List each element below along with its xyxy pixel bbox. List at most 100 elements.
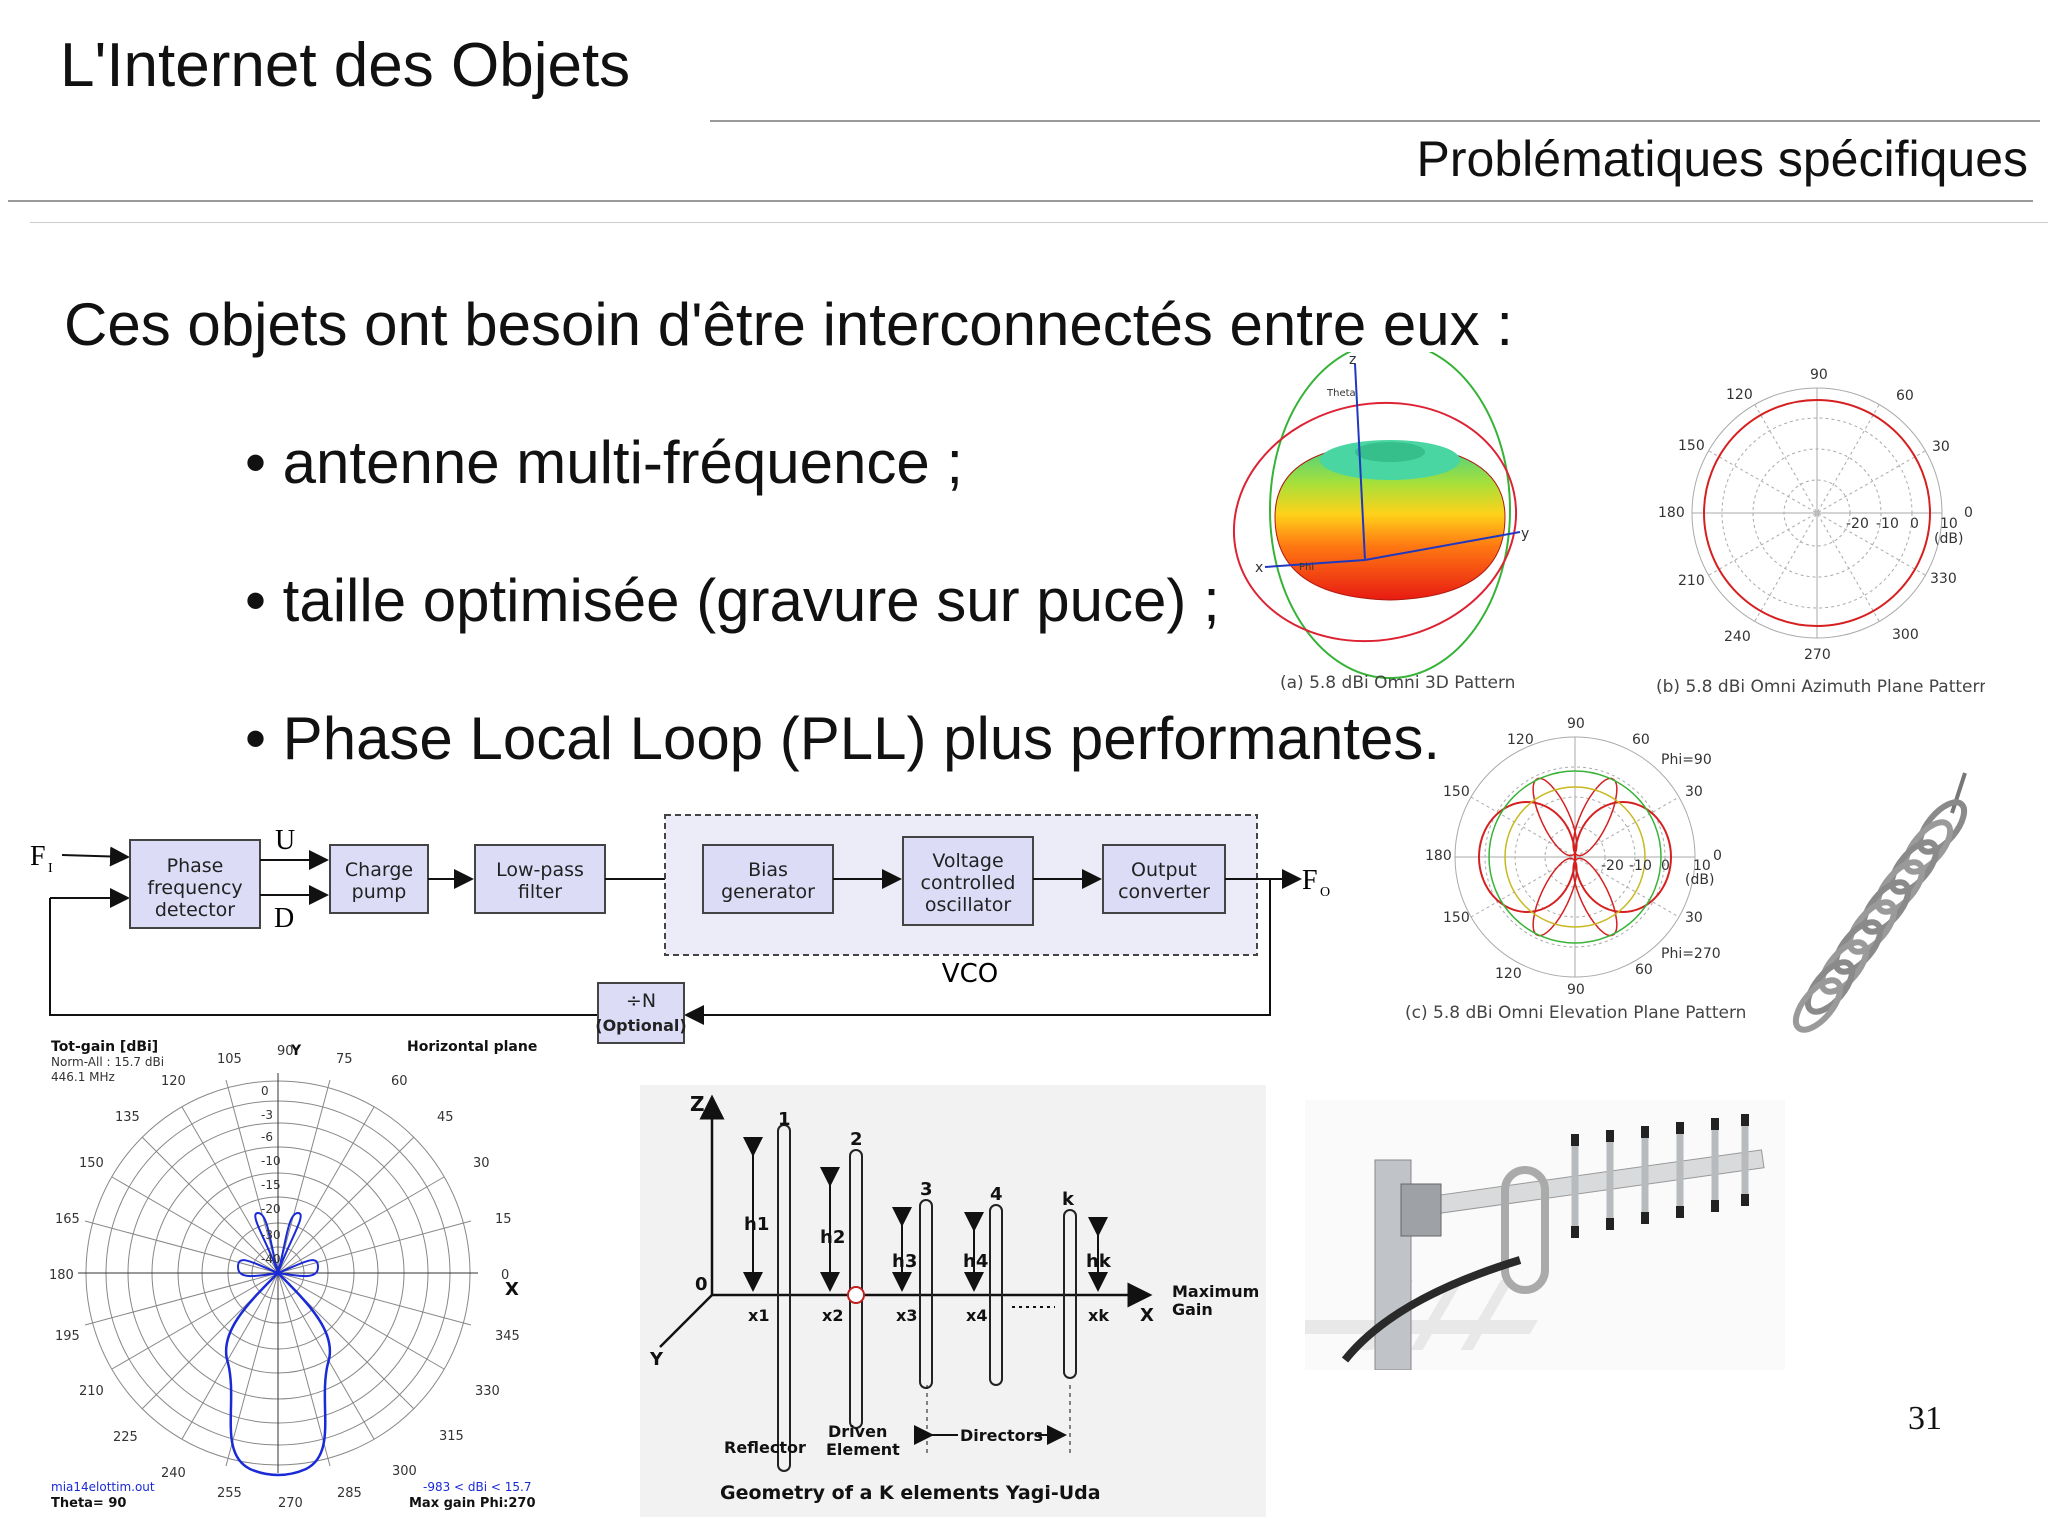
el-phi-90: Phi=90 <box>1661 752 1712 768</box>
gain-header-freq: 446.1 MHz <box>51 1070 115 1084</box>
vco-line2: controlled <box>921 872 1016 894</box>
output-converter-line2: converter <box>1118 881 1210 903</box>
yagi-num-2: 2 <box>850 1129 863 1150</box>
gain-angle-165: 165 <box>55 1212 80 1227</box>
gain-angle-315: 315 <box>439 1429 464 1444</box>
gain-angle-270: 270 <box>278 1496 303 1511</box>
az-angle-30: 30 <box>1932 439 1950 455</box>
helical-coils <box>1792 799 1968 1033</box>
x-axis-line <box>1264 559 1366 568</box>
az-unit: (dB) <box>1934 531 1963 547</box>
gain-angle-45: 45 <box>437 1110 454 1125</box>
director-element-3 <box>919 1199 933 1389</box>
z-axis-label: z <box>1349 352 1356 368</box>
slide-heading: Ces objets ont besoin d'être interconnec… <box>64 291 1513 358</box>
yagi-antenna-photo <box>1305 1100 1785 1370</box>
bullet-antenna: • antenne multi-fréquence ; <box>245 429 964 496</box>
gain-angle-150: 150 <box>79 1156 104 1171</box>
el-ring-minus20: -20 <box>1601 858 1624 874</box>
bias-line2: generator <box>721 881 815 903</box>
yagi-reflector-label: Reflector <box>724 1438 806 1457</box>
yagi-num-4: 4 <box>990 1184 1003 1205</box>
el-angle-30b: 30 <box>1685 910 1703 926</box>
gain-ring-minus40: -40 <box>261 1252 281 1266</box>
yagi-h2: h2 <box>820 1227 845 1248</box>
gain-angle-210: 210 <box>79 1384 104 1399</box>
divider-line2: (Optional) <box>595 1016 686 1035</box>
az-angle-120: 120 <box>1726 387 1753 403</box>
gain-header-norm: Norm-All : 15.7 dBi <box>51 1055 164 1069</box>
output-converter-line1: Output <box>1131 859 1197 881</box>
elevation-caption: (c) 5.8 dBi Omni Elevation Plane Pattern <box>1405 1003 1746 1023</box>
elev-petal-3 <box>1532 857 1578 937</box>
gain-footer-file: mia14elottim.out <box>51 1480 155 1494</box>
gain-angle-345: 345 <box>495 1329 520 1344</box>
charge-pump-line2: pump <box>352 881 407 903</box>
green-cut-ellipse <box>1269 352 1511 679</box>
yagi-y-label: Y <box>649 1349 664 1370</box>
az-angle-330: 330 <box>1930 571 1957 587</box>
phi-label: Phi <box>1299 562 1314 573</box>
red-cut-ellipse <box>1232 401 1518 643</box>
yagi-num-3: 3 <box>920 1179 933 1200</box>
pll-input-label: F <box>30 841 46 872</box>
yagi-num-1: 1 <box>778 1109 791 1130</box>
divider-line1: ÷N <box>626 990 656 1012</box>
donut-hole <box>1355 442 1425 462</box>
azimuth-caption: (b) 5.8 dBi Omni Azimuth Plane Pattern <box>1656 677 1985 697</box>
helical-antenna-image <box>1792 772 1968 1033</box>
gain-main-lobe <box>224 1271 332 1477</box>
gain-header-title: Tot-gain [dBi] <box>51 1039 158 1055</box>
pll-input-sub: I <box>48 861 53 876</box>
elevation-plot-figure: 120 90 60 30 0 30 60 90 120 150 180 150 … <box>1405 716 1746 1023</box>
bias-line1: Bias <box>748 859 788 881</box>
charge-pump-line1: Charge <box>345 859 413 881</box>
yagi-origin-label: 0 <box>695 1274 708 1295</box>
gain-angle-195: 195 <box>55 1329 80 1344</box>
gain-axis-x: X <box>505 1279 519 1300</box>
title-rule <box>710 120 2040 122</box>
el-angle-120: 120 <box>1507 732 1534 748</box>
el-angle-30: 30 <box>1685 784 1703 800</box>
feed-point-icon <box>847 1286 865 1304</box>
yagi-x1: x1 <box>748 1306 769 1325</box>
yagi-directors-label: Directors <box>960 1426 1043 1445</box>
gain-angle-180: 180 <box>49 1268 74 1283</box>
y-axis-line <box>1364 531 1521 561</box>
vco-block <box>902 836 1034 926</box>
pll-block-diagram: F I Phase frequency detector U D Charge … <box>30 814 1330 1044</box>
folded-dipole <box>1501 1166 1549 1294</box>
slide-title: L'Internet des Objets <box>60 31 631 100</box>
yagi-max-gain-2: Gain <box>1172 1300 1213 1319</box>
gain-ring-minus30: -30 <box>261 1228 281 1242</box>
el-ring-minus10: -10 <box>1629 858 1652 874</box>
vco-line1: Voltage <box>932 850 1003 872</box>
el-angle-60b: 60 <box>1635 962 1653 978</box>
horizontal-plane-gain-plot: Tot-gain [dBi] Norm-All : 15.7 dBi 446.1… <box>49 1039 537 1511</box>
gain-ring-minus10: -10 <box>261 1154 281 1168</box>
gain-header-plane: Horizontal plane <box>407 1039 537 1055</box>
gain-side-lobes <box>236 1259 320 1278</box>
el-angle-180: 180 <box>1425 848 1452 864</box>
az-angle-150: 150 <box>1678 438 1705 454</box>
gain-footer-maxgain: Max gain Phi:270 <box>409 1496 536 1511</box>
yagi-num-k: k <box>1062 1189 1075 1210</box>
gain-angle-240: 240 <box>161 1466 186 1481</box>
page-number: 31 <box>1908 1400 1942 1437</box>
azimuth-plot-figure: 90 60 30 0 330 300 270 240 210 180 150 1… <box>1656 367 1985 697</box>
pll-down-label: D <box>274 903 294 934</box>
bullet-size: • taille optimisée (gravure sur puce) ; <box>245 567 1220 634</box>
elev-green-circle <box>1488 770 1662 944</box>
yagi-x4: x4 <box>966 1306 987 1325</box>
gain-angle-105: 105 <box>217 1052 242 1067</box>
az-angle-270: 270 <box>1804 647 1831 663</box>
gain-angle-330: 330 <box>475 1384 500 1399</box>
el-angle-0: 0 <box>1713 848 1722 864</box>
low-pass-line2: filter <box>518 881 562 903</box>
gain-footer-range: -983 < dBi < 15.7 <box>423 1480 532 1494</box>
low-pass-filter-block <box>474 844 606 914</box>
gain-ring-minus15: -15 <box>261 1178 281 1192</box>
pll-output-label: F <box>1302 865 1318 896</box>
yagi-x-label: X <box>1140 1305 1154 1326</box>
y-axis-label: y <box>1521 526 1529 542</box>
